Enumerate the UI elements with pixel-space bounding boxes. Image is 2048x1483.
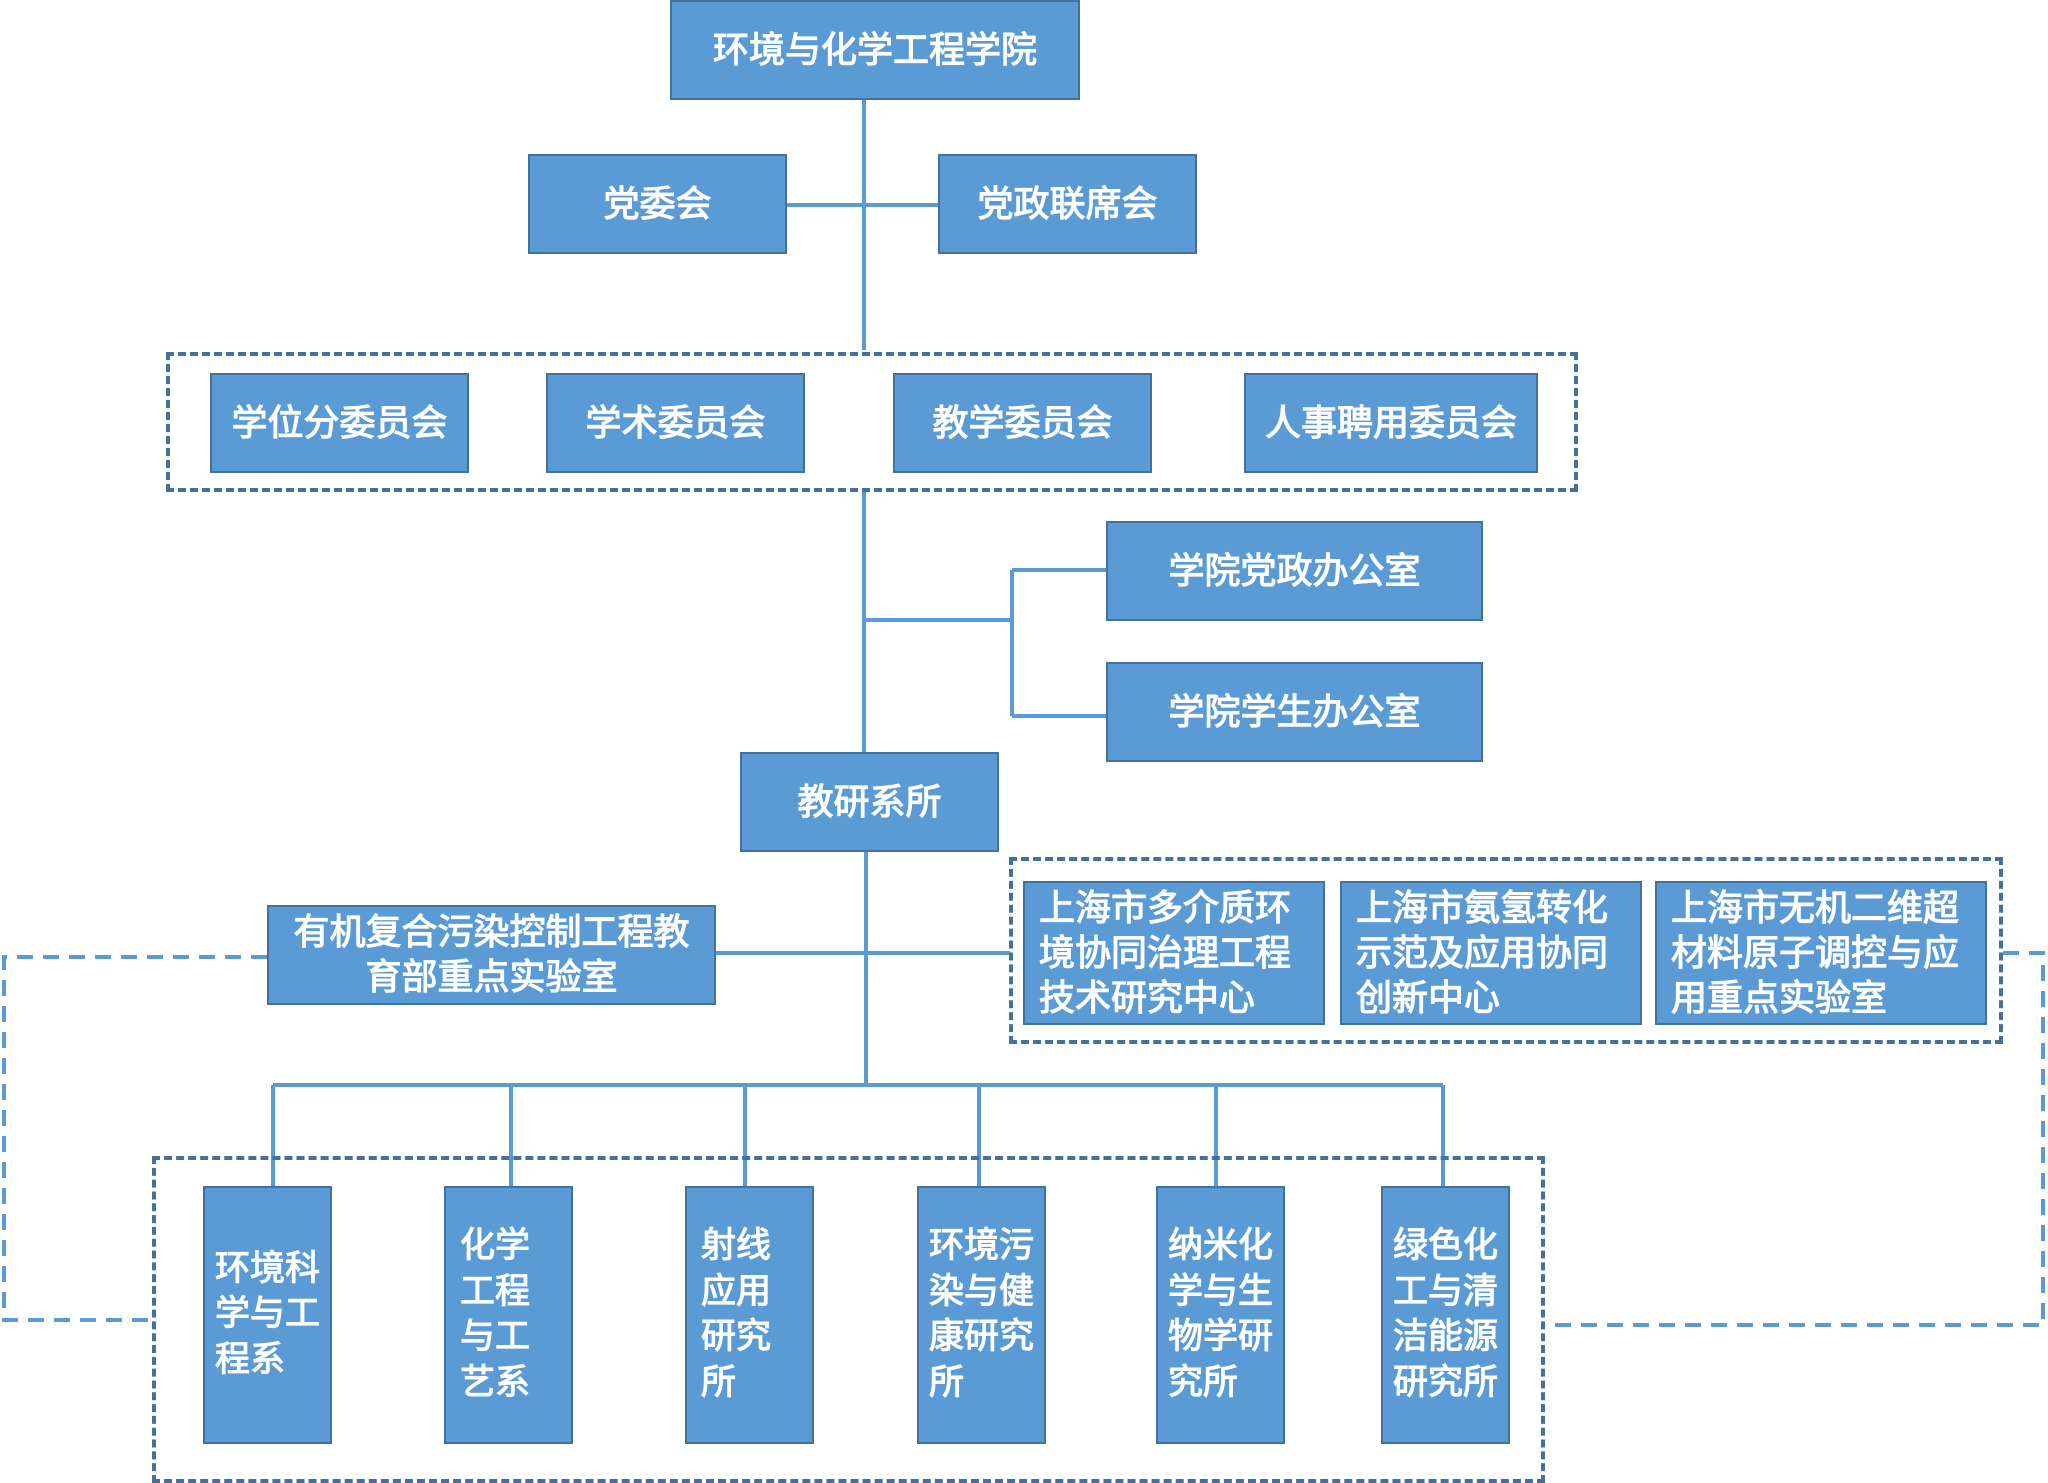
department-chem-eng-box: 化学工程与工艺系 bbox=[444, 1186, 573, 1444]
committee-hr-box: 人事聘用委员会 bbox=[1244, 373, 1538, 473]
department-group-frame bbox=[152, 1156, 1545, 1483]
committee-group-frame bbox=[166, 352, 1578, 492]
center-2d-materials-box: 上海市无机二维超材料原子调控与应用重点实验室 bbox=[1655, 881, 1987, 1025]
party-admin-office-box: 学院党政办公室 bbox=[1106, 521, 1483, 621]
party-committee-box: 党委会 bbox=[528, 154, 787, 254]
center-ammonia-box: 上海市氨氢转化示范及应用协同创新中心 bbox=[1340, 881, 1642, 1025]
teaching-units-box: 教研系所 bbox=[740, 752, 999, 852]
committee-degree-box: 学位分委员会 bbox=[210, 373, 469, 473]
center-multimedia-box: 上海市多介质环境协同治理工程技术研究中心 bbox=[1023, 881, 1325, 1025]
key-lab-box: 有机复合污染控制工程教育部重点实验室 bbox=[267, 905, 716, 1005]
student-office-box: 学院学生办公室 bbox=[1106, 662, 1483, 762]
department-green-energy-box: 绿色化工与清洁能源研究所 bbox=[1381, 1186, 1510, 1444]
department-nano-bio-box: 纳米化学与生物学研究所 bbox=[1156, 1186, 1285, 1444]
school-box: 环境与化学工程学院 bbox=[670, 0, 1080, 100]
center-group-frame bbox=[1009, 857, 2003, 1044]
department-env-sci-box: 环境科学与工程系 bbox=[203, 1186, 332, 1444]
committee-teaching-box: 教学委员会 bbox=[893, 373, 1152, 473]
department-radiation-box: 射线应用研究所 bbox=[685, 1186, 814, 1444]
center-dashed-link bbox=[1543, 951, 2045, 1327]
lab-dashed-link bbox=[2, 955, 267, 1322]
joint-meeting-box: 党政联席会 bbox=[938, 154, 1197, 254]
committee-academic-box: 学术委员会 bbox=[546, 373, 805, 473]
department-pollution-health-box: 环境污染与健康研究所 bbox=[917, 1186, 1046, 1444]
